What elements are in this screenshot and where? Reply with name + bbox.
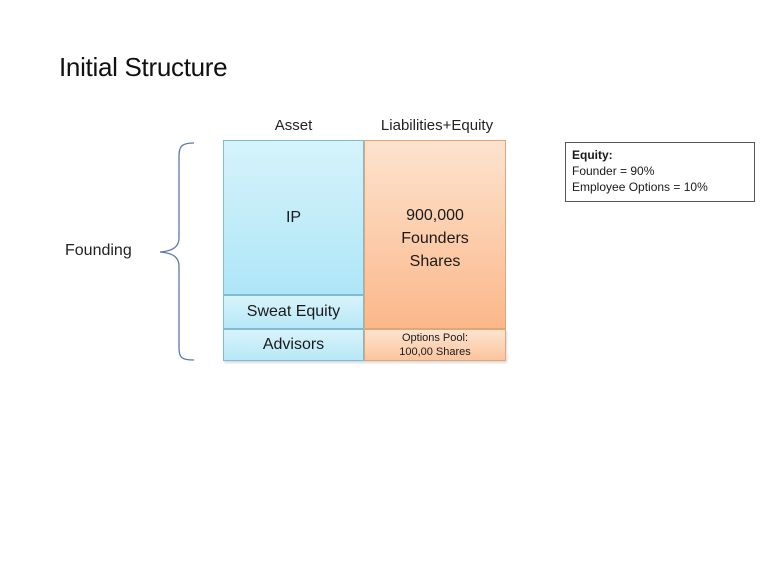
- founders-shares-box: 900,000 Founders Shares: [364, 140, 506, 329]
- asset-column-header: Asset: [274, 117, 313, 134]
- options-pool-box: Options Pool: 100,00 Shares: [364, 329, 506, 361]
- slide-title: Initial Structure: [59, 52, 228, 82]
- liabilities-equity-column-header: Liabilities+Equity: [380, 117, 494, 134]
- founding-label: Founding: [65, 242, 132, 259]
- equity-legend-box: Equity: Founder = 90% Employee Options =…: [565, 142, 755, 202]
- curly-brace-icon: [159, 142, 195, 361]
- asset-ip-box: IP: [223, 140, 364, 295]
- legend-heading: Equity:: [572, 148, 613, 162]
- options-pool-title: Options Pool:: [401, 332, 469, 344]
- asset-sweat-equity-box: Sweat Equity: [223, 295, 364, 329]
- founders-shares-label-2: Shares: [409, 253, 461, 270]
- asset-sweat-equity-label: Sweat Equity: [246, 303, 341, 320]
- legend-item-founder: Founder = 90%: [572, 164, 655, 178]
- legend-item-employee-options: Employee Options = 10%: [572, 180, 708, 194]
- asset-ip-label: IP: [285, 209, 302, 226]
- asset-advisors-box: Advisors: [223, 329, 364, 361]
- founders-shares-count: 900,000: [406, 207, 464, 224]
- options-pool-shares: 100,00 Shares: [399, 346, 471, 358]
- founders-shares-label-1: Founders: [401, 230, 469, 247]
- asset-advisors-label: Advisors: [262, 336, 325, 353]
